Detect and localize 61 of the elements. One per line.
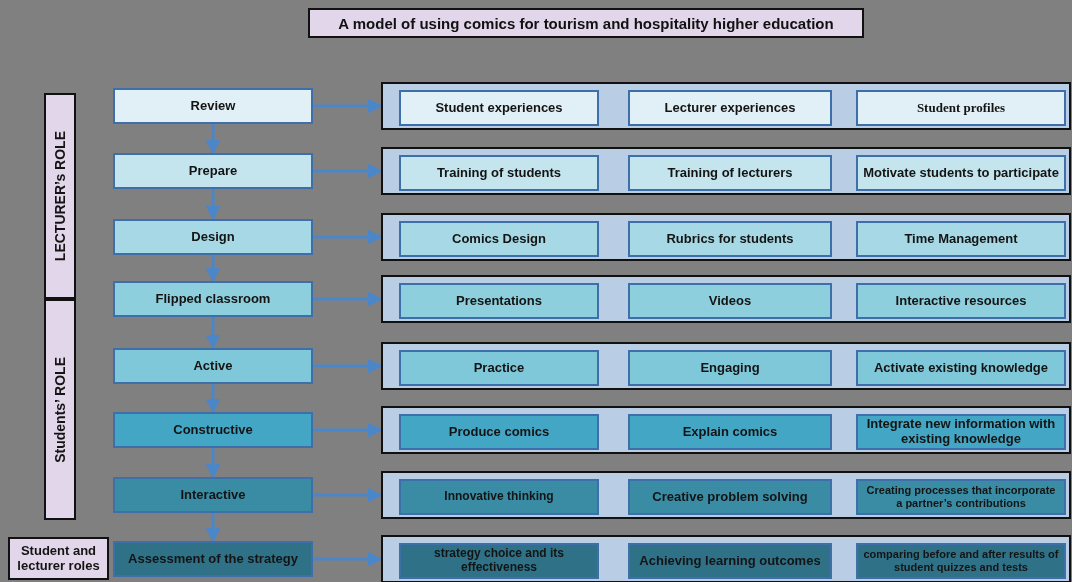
item-box: Produce comics (399, 414, 599, 450)
arrow (205, 448, 221, 479)
row-panel (381, 147, 1071, 195)
row-panel (381, 342, 1071, 390)
role-band (44, 93, 76, 299)
item-box: Training of lecturers (628, 155, 832, 191)
item-box: Explain comics (628, 414, 832, 450)
arrow (205, 255, 221, 283)
arrow (313, 551, 383, 567)
item-box: Comics Design (399, 221, 599, 257)
item-box: Videos (628, 283, 832, 319)
item-box: Presentations (399, 283, 599, 319)
arrow (205, 513, 221, 543)
arrow (205, 384, 221, 414)
step-box: Constructive (113, 412, 313, 448)
arrow (313, 422, 383, 438)
role-label-box: Student and lecturer roles (8, 537, 109, 580)
role-label: Students’ ROLE (51, 356, 69, 463)
arrow (313, 487, 383, 503)
item-box: strategy choice and its effectiveness (399, 543, 599, 579)
step-box: Prepare (113, 153, 313, 189)
row-panel (381, 213, 1071, 261)
arrow (313, 229, 383, 245)
item-box: Training of students (399, 155, 599, 191)
arrow (205, 124, 221, 155)
arrow (205, 189, 221, 221)
item-box: Achieving learning outcomes (628, 543, 832, 579)
item-box: Rubrics for students (628, 221, 832, 257)
step-box: Assessment of the strategy (113, 541, 313, 577)
item-box: Motivate students to participate (856, 155, 1066, 191)
item-box: Practice (399, 350, 599, 386)
arrow (313, 98, 383, 114)
item-box: Creating processes that incorporate a partner’s contributions (856, 479, 1066, 515)
row-panel (381, 471, 1071, 519)
row-panel (381, 406, 1071, 454)
row-panel (381, 275, 1071, 323)
arrow (313, 358, 383, 374)
role-band (44, 299, 76, 520)
item-box: Activate existing knowledge (856, 350, 1066, 386)
item-box: Interactive resources (856, 283, 1066, 319)
item-box: Lecturer experiences (628, 90, 832, 126)
item-box: Student profiles (856, 90, 1066, 126)
item-box: Integrate new information with existing knowledge (856, 414, 1066, 450)
step-box: Review (113, 88, 313, 124)
step-box: Flipped classroom (113, 281, 313, 317)
arrow (313, 163, 383, 179)
arrow (205, 317, 221, 350)
item-box: Student experiences (399, 90, 599, 126)
step-box: Active (113, 348, 313, 384)
row-panel (381, 82, 1071, 130)
arrow (313, 291, 383, 307)
item-box: Time Management (856, 221, 1066, 257)
role-label: LECTURER’s ROLE (51, 130, 69, 262)
item-box: Creative problem solving (628, 479, 832, 515)
item-box: Engaging (628, 350, 832, 386)
step-box: Design (113, 219, 313, 255)
row-panel (381, 535, 1071, 582)
title: A model of using comics for tourism and hospitality higher education (308, 8, 864, 38)
step-box: Interactive (113, 477, 313, 513)
item-box: Innovative thinking (399, 479, 599, 515)
item-box: comparing before and after results of student quizzes and tests (856, 543, 1066, 579)
